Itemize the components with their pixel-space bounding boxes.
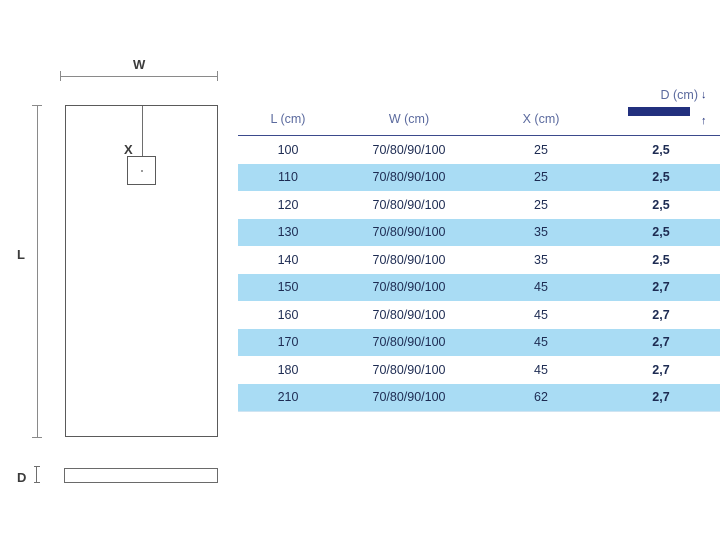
length-dimension-tick-top — [32, 105, 42, 106]
table-row: 150 70/80/90/100 45 2,7 — [238, 273, 720, 301]
cell-offset: 45 — [534, 335, 548, 350]
cell-offset: 25 — [534, 197, 548, 212]
cell-offset: 25 — [534, 170, 548, 185]
arrow-down-icon: ↓ — [701, 89, 707, 101]
shower-tray-side-view — [64, 468, 218, 483]
dimensions-table: L (cm) W (cm) X (cm) 100 70/80/90/100 25 2,… — [238, 112, 720, 412]
cell-width: 70/80/90/100 — [372, 225, 446, 240]
drain-offset-label: X — [124, 142, 134, 157]
cell-depth: 2,7 — [652, 390, 670, 405]
table-row: 160 70/80/90/100 45 2,7 — [238, 301, 720, 329]
cell-depth: 2,7 — [652, 335, 670, 350]
cell-depth: 2,5 — [652, 225, 670, 240]
length-dimension-tick-bottom — [32, 437, 42, 438]
table-row: 210 70/80/90/100 62 2,7 — [238, 383, 720, 412]
cell-depth: 2,7 — [652, 280, 670, 295]
width-dimension-label: W — [133, 57, 146, 72]
cell-length: 210 — [277, 390, 299, 405]
depth-dimension-label: D — [17, 470, 27, 485]
cell-width: 70/80/90/100 — [372, 142, 446, 157]
specification-table-area: D (cm) ↓ ↑ L (cm) W (cm) X (cm) 100 70/80… — [238, 0, 720, 540]
length-dimension-label: L — [17, 247, 26, 262]
width-dimension-tick-right — [217, 71, 218, 81]
cell-length: 130 — [277, 225, 299, 240]
cell-offset: 45 — [534, 307, 548, 322]
cell-offset: 45 — [534, 280, 548, 295]
depth-color-swatch — [628, 107, 690, 116]
table-row: 120 70/80/90/100 25 2,5 — [238, 191, 720, 219]
column-header-width: W (cm) — [388, 112, 430, 126]
column-header-depth — [602, 112, 720, 136]
table-row: 140 70/80/90/100 35 2,5 — [238, 246, 720, 274]
cell-length: 140 — [277, 252, 299, 267]
cell-width: 70/80/90/100 — [372, 390, 446, 405]
cell-width: 70/80/90/100 — [372, 307, 446, 322]
cell-depth: 2,7 — [652, 307, 670, 322]
cell-width: 70/80/90/100 — [372, 362, 446, 377]
cell-width: 70/80/90/100 — [372, 170, 446, 185]
width-dimension-tick-left — [60, 71, 61, 81]
table-row: 110 70/80/90/100 25 2,5 — [238, 163, 720, 191]
cell-length: 120 — [277, 197, 299, 212]
table-header-row: L (cm) W (cm) X (cm) — [238, 112, 720, 136]
cell-depth: 2,5 — [652, 142, 670, 157]
cell-depth: 2,5 — [652, 252, 670, 267]
cell-offset: 45 — [534, 362, 548, 377]
depth-column-header-group: D (cm) ↓ ↑ — [624, 88, 720, 136]
table-row: 100 70/80/90/100 25 2,5 — [238, 136, 720, 164]
width-dimension-line — [60, 76, 218, 77]
technical-drawing: W L X D — [0, 0, 240, 540]
cell-width: 70/80/90/100 — [372, 252, 446, 267]
drain-center-dot — [141, 170, 143, 172]
cell-width: 70/80/90/100 — [372, 335, 446, 350]
cell-width: 70/80/90/100 — [372, 280, 446, 295]
cell-depth: 2,7 — [652, 362, 670, 377]
length-dimension-line — [37, 105, 38, 437]
cell-length: 110 — [278, 170, 298, 185]
depth-column-title: D (cm) — [660, 88, 699, 102]
cell-depth: 2,5 — [652, 197, 670, 212]
cell-length: 170 — [277, 335, 299, 350]
cell-offset: 35 — [534, 252, 548, 267]
drain-offset-dimension-line — [142, 106, 144, 171]
cell-length: 100 — [277, 142, 299, 157]
table-body: 100 70/80/90/100 25 2,5 110 70/80/90/100 25 2,5… — [238, 136, 720, 412]
cell-depth: 2,5 — [652, 170, 670, 185]
table-row: 130 70/80/90/100 35 2,5 — [238, 218, 720, 246]
table-row: 180 70/80/90/100 45 2,7 — [238, 356, 720, 384]
cell-offset: 62 — [534, 390, 548, 405]
table-header: L (cm) W (cm) X (cm) — [238, 112, 720, 136]
table-row: 170 70/80/90/100 45 2,7 — [238, 328, 720, 356]
column-header-offset: X (cm) — [522, 112, 560, 126]
cell-length: 160 — [277, 307, 299, 322]
column-header-length: L (cm) — [270, 112, 306, 126]
cell-length: 180 — [277, 362, 299, 377]
cell-length: 150 — [277, 280, 299, 295]
cell-offset: 35 — [534, 225, 548, 240]
arrow-up-icon: ↑ — [701, 115, 707, 127]
cell-width: 70/80/90/100 — [372, 197, 446, 212]
depth-dimension-tick — [32, 466, 42, 483]
cell-offset: 25 — [534, 142, 548, 157]
